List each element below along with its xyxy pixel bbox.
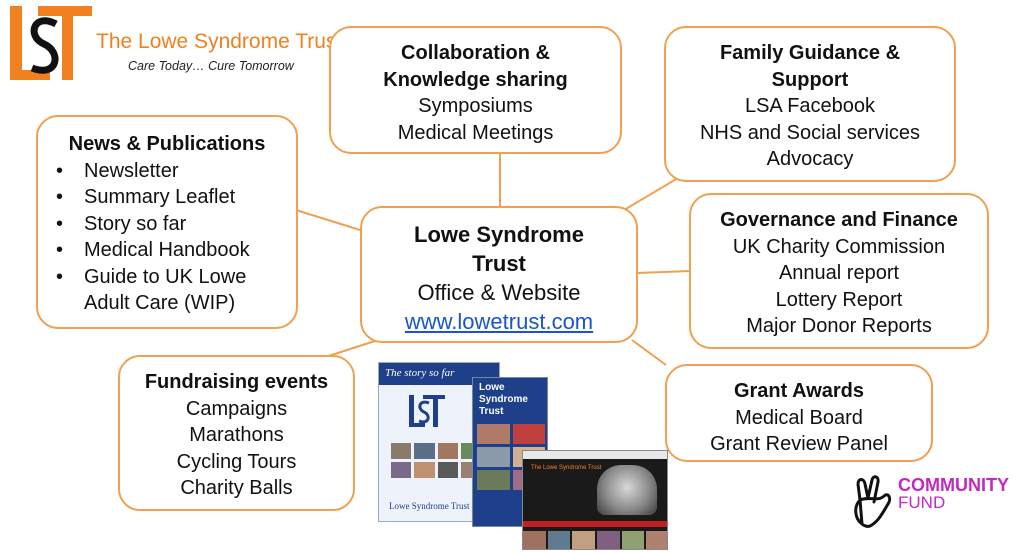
node-center: Lowe Syndrome Trust Office & Website www…	[360, 206, 638, 343]
center-title: Lowe Syndrome Trust	[414, 222, 584, 276]
node-title: Fundraising events	[144, 371, 329, 393]
node-family-guidance: Family Guidance & Support LSA Facebook N…	[664, 26, 956, 182]
node-line: Charity Balls	[180, 477, 293, 499]
photo-grid	[391, 443, 481, 478]
booklet-footer: Lowe Syndrome Trust	[389, 501, 470, 511]
node-line: Advocacy	[766, 148, 854, 170]
node-line: Medical Meetings	[397, 121, 554, 144]
node-line: Campaigns	[185, 397, 288, 420]
node-line: UK Charity Commission	[732, 235, 946, 258]
connector-grants	[631, 339, 667, 366]
website-link[interactable]: www.lowetrust.com	[404, 309, 594, 334]
node-grant-awards: Grant Awards Medical Board Grant Review …	[665, 364, 933, 462]
community-fund-logo: COMMUNITY FUND	[848, 474, 1018, 534]
sponsor-line1: COMMUNITY	[898, 475, 1009, 495]
list-item: Guide to UK Lowe Adult Care (WIP)	[38, 264, 296, 317]
website-title: The Lowe Syndrome Trust	[531, 465, 602, 471]
node-line: Grant Review Panel	[710, 433, 888, 455]
list-item: Summary Leaflet	[38, 184, 296, 211]
node-title: Grant Awards	[733, 380, 865, 402]
node-title: Family Guidance & Support	[719, 42, 901, 91]
website-screenshot: The Lowe Syndrome Trust	[522, 450, 668, 550]
node-title: News & Publications	[68, 133, 266, 155]
node-collaboration: Collaboration & Knowledge sharing Sympos…	[329, 26, 622, 154]
booklet-title: Lowe Syndrome Trust	[479, 382, 528, 417]
node-line: Annual report	[778, 262, 900, 284]
connector-governance	[636, 270, 691, 274]
center-subtitle: Office & Website	[417, 280, 581, 305]
list-item: Story so far	[38, 211, 296, 238]
node-line: Marathons	[189, 424, 284, 446]
node-line: Cycling Tours	[176, 450, 297, 473]
node-line: Symposiums	[418, 95, 533, 117]
list-item: Newsletter	[38, 158, 296, 185]
node-fundraising: Fundraising events Campaigns Marathons C…	[118, 355, 355, 511]
brand-name: The Lowe Syndrome Trust	[96, 30, 343, 53]
node-title: Collaboration & Knowledge sharing	[383, 42, 568, 91]
node-line: Medical Board	[735, 406, 863, 429]
child-photo	[597, 465, 657, 515]
node-line: NHS and Social services	[699, 121, 921, 144]
node-line: LSA Facebook	[744, 95, 876, 117]
node-governance: Governance and Finance UK Charity Commis…	[689, 193, 989, 349]
node-title: Governance and Finance	[720, 209, 958, 231]
node-line: Lottery Report	[775, 288, 903, 311]
publication-list: Newsletter Summary Leaflet Story so far …	[38, 158, 296, 317]
lst-logo-small	[409, 395, 445, 427]
node-news-publications: News & Publications Newsletter Summary L…	[36, 115, 298, 329]
booklet-title: The story so far	[379, 363, 499, 385]
crossed-fingers-icon	[854, 475, 892, 528]
list-item: Medical Handbook	[38, 237, 296, 264]
connector-news	[295, 209, 361, 231]
node-line: Major Donor Reports	[746, 315, 932, 337]
photo-strip	[523, 531, 667, 549]
lst-logo	[10, 6, 92, 80]
brand-tagline: Care Today… Cure Tomorrow	[128, 59, 294, 73]
sponsor-line2: FUND	[898, 493, 946, 512]
